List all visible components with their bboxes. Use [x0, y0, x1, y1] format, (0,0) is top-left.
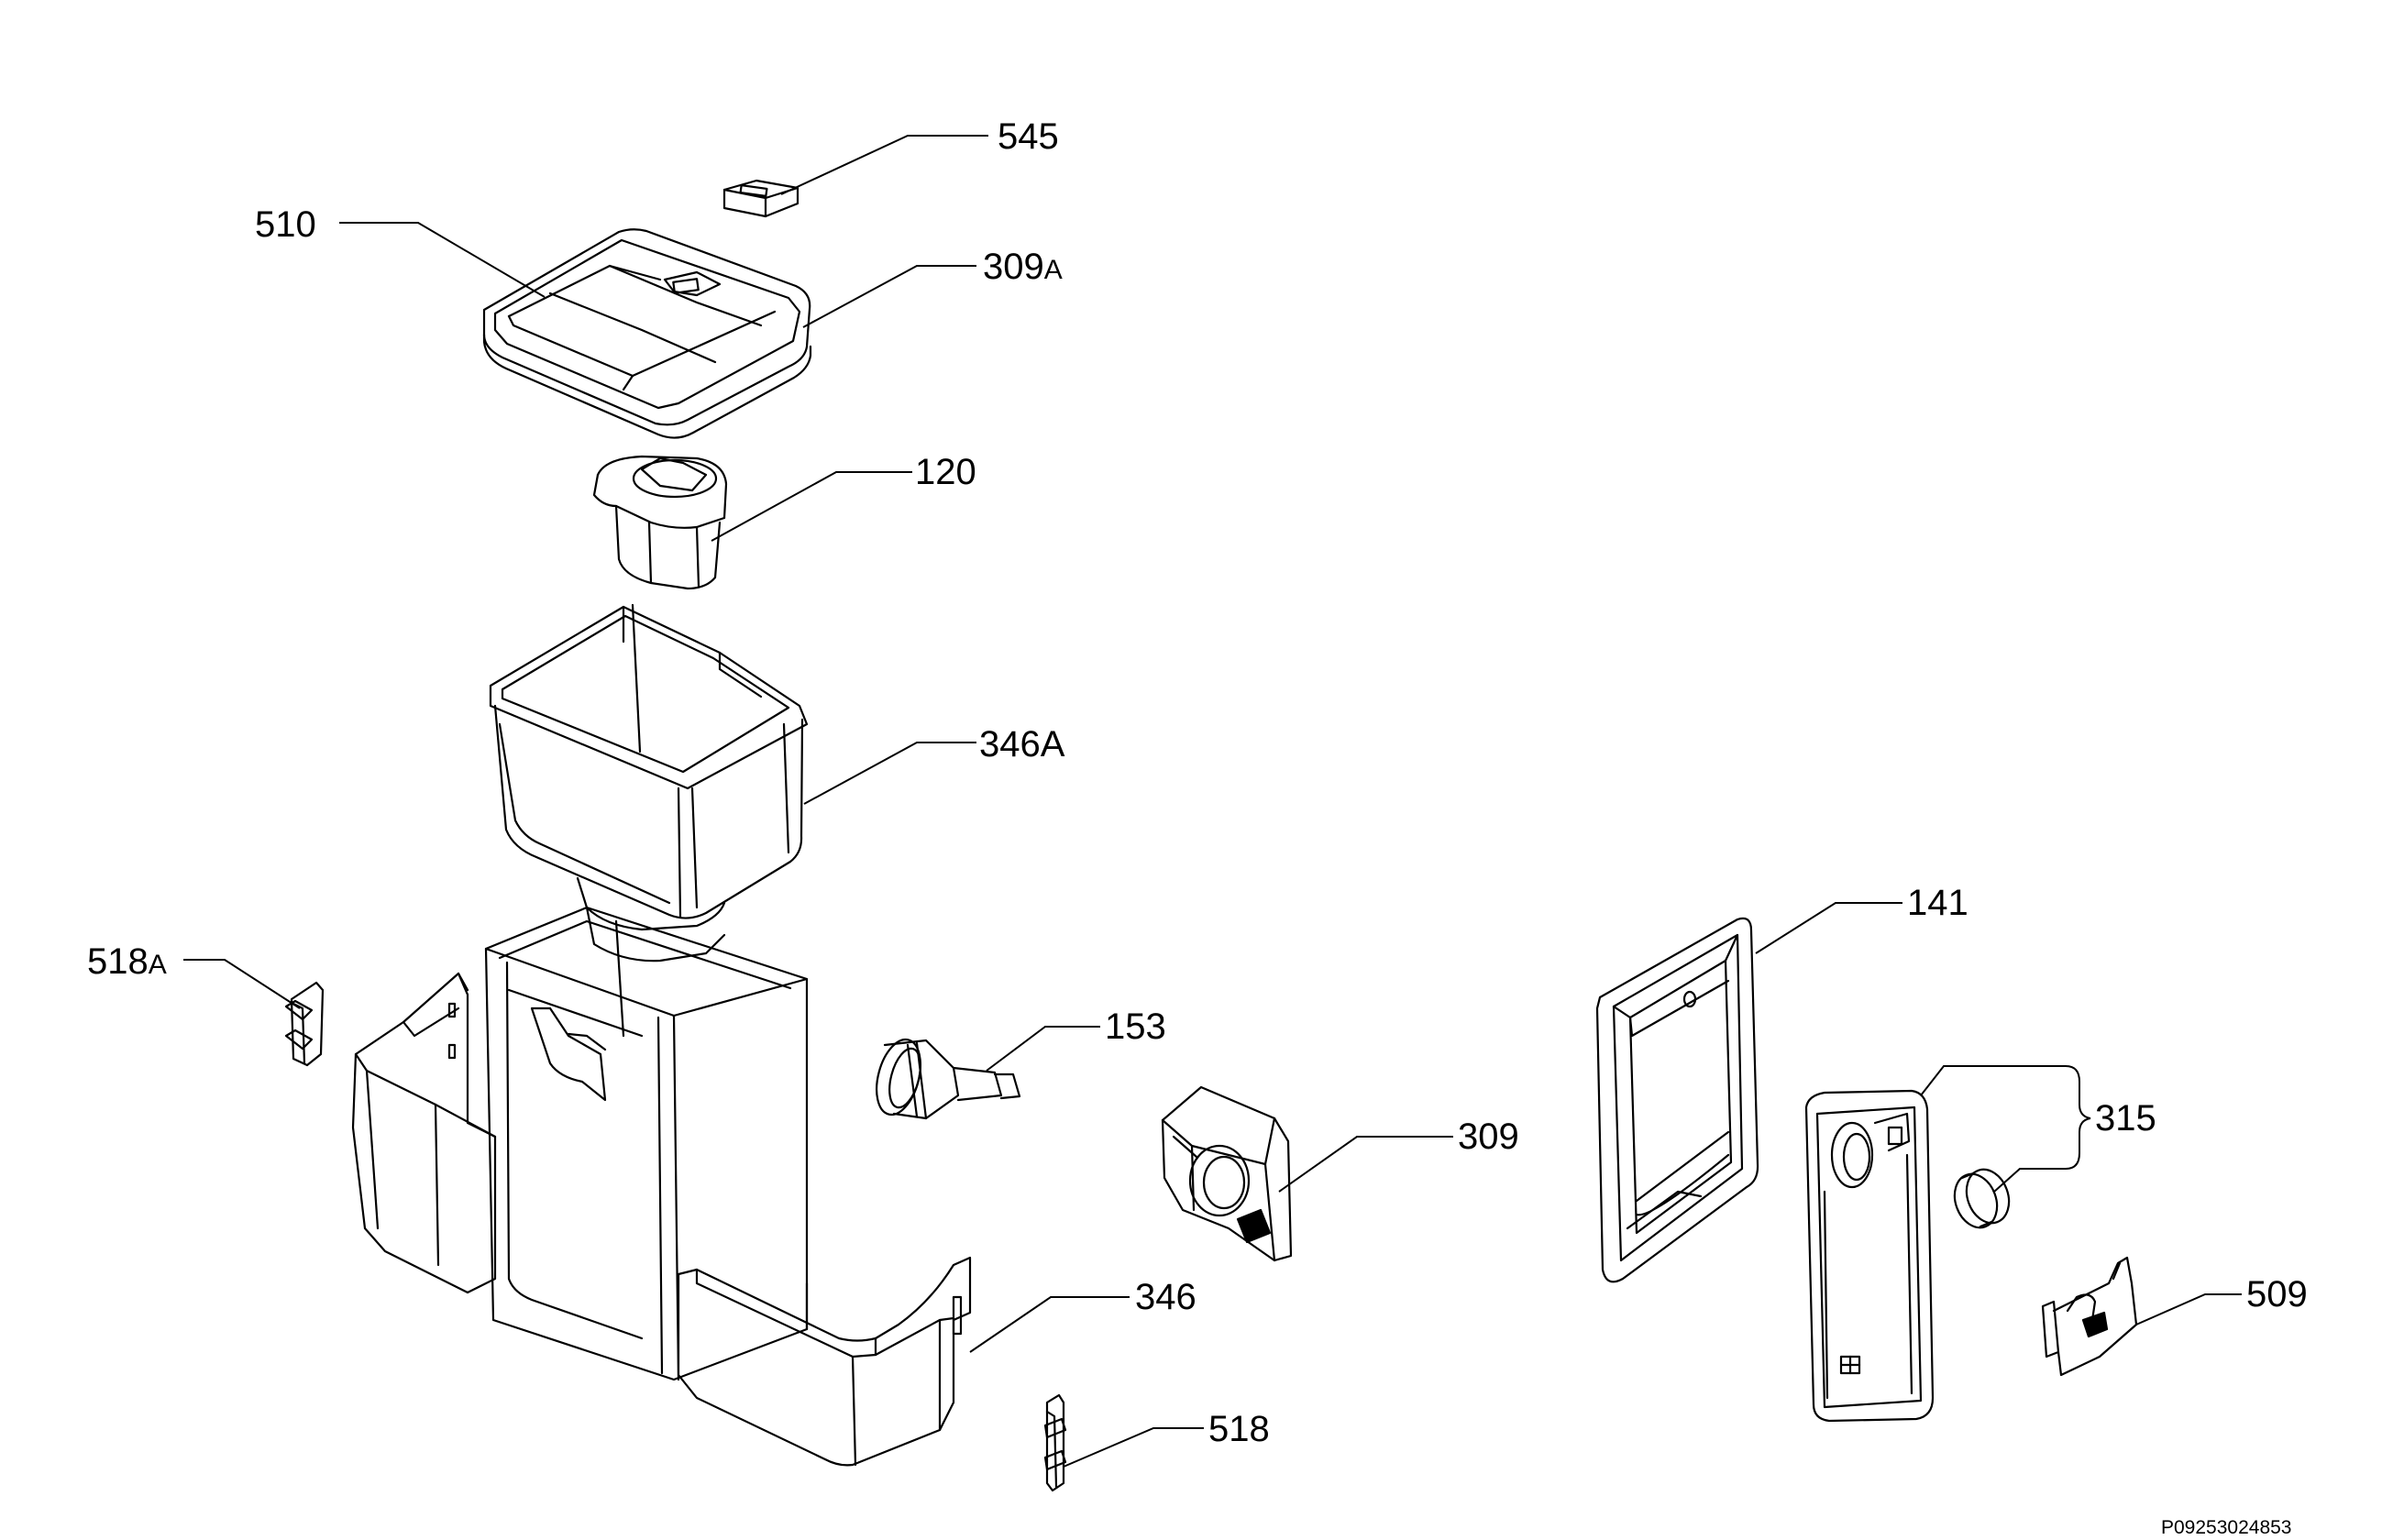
label-309: 309: [1458, 1116, 1519, 1157]
leader-120: [711, 471, 912, 542]
part-120-filter: [592, 455, 728, 590]
leader-153: [986, 1026, 1100, 1072]
label-120: 120: [915, 452, 976, 492]
label-346a: 346A: [979, 724, 1065, 764]
leader-309a: [802, 265, 976, 328]
leader-545: [780, 135, 988, 195]
label-309a: 309A: [983, 247, 1063, 287]
label-141: 141: [1907, 883, 1968, 923]
leader-309: [1278, 1136, 1453, 1193]
part-309-nozzle-housing: [1161, 1085, 1293, 1262]
label-315: 315: [2095, 1098, 2156, 1138]
part-510-lid: [482, 228, 812, 439]
part-153-valve: [876, 1038, 1021, 1120]
leader-346a: [803, 742, 976, 805]
part-518a-latch: [284, 981, 325, 1067]
label-545: 545: [998, 116, 1059, 157]
part-141-dispenser-frame: [1595, 917, 1759, 1283]
label-346: 346: [1135, 1277, 1197, 1317]
leader-lines: [183, 135, 2242, 1468]
part-509-lever: [2041, 1256, 2138, 1377]
part-545-clip: [722, 179, 800, 218]
label-509: 509: [2246, 1274, 2308, 1314]
leader-315-upper: [1920, 1065, 2066, 1096]
leader-518: [1063, 1427, 1204, 1468]
document-code: P09253024853: [2161, 1517, 2291, 1538]
part-518-latch: [1043, 1393, 1067, 1492]
bracket-315: [2065, 1065, 2091, 1170]
leader-141: [1755, 902, 1902, 954]
leader-315-lower: [1993, 1168, 2066, 1193]
label-153: 153: [1105, 1006, 1166, 1047]
leader-518a: [183, 959, 301, 1009]
leader-346: [969, 1296, 1130, 1353]
label-518: 518: [1208, 1409, 1270, 1449]
part-labels: 545 510 309A 120 346A 518A 153 309 346 5…: [87, 116, 2308, 1538]
part-315-outlet-housing: [1804, 1089, 2011, 1423]
leader-510: [339, 222, 546, 298]
label-518a: 518A: [87, 941, 167, 982]
part-346-door-bin: [351, 906, 972, 1467]
label-510: 510: [255, 204, 316, 245]
leader-509: [2135, 1293, 2242, 1326]
part-346a-water-tank: [489, 603, 809, 1038]
